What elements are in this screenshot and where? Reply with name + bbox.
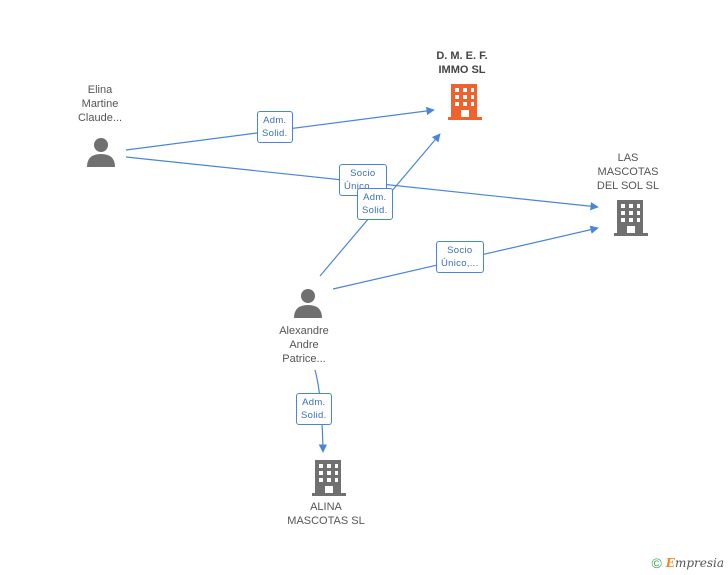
brand-name: Empresia	[666, 556, 724, 570]
label-line: ALINA	[310, 501, 342, 513]
badge-line: Socio	[447, 245, 473, 256]
person-label-alexandre[interactable]: Alexandre Andre Patrice...	[254, 324, 354, 366]
person-icon[interactable]	[86, 137, 116, 167]
copyright-icon: ©	[651, 555, 662, 571]
label-line: DEL SOL SL	[596, 180, 660, 192]
label-line: LAS	[617, 152, 639, 164]
edge-label-elina-dmef[interactable]: Adm. Solid.	[257, 111, 293, 143]
badge-line: Solid.	[301, 410, 327, 421]
label-line: Alexandre	[279, 325, 329, 337]
edge-label-alexandre-las-mascotas[interactable]: Socio Único,...	[436, 241, 484, 273]
building-icon[interactable]	[312, 460, 346, 496]
label-line: IMMO SL	[438, 64, 486, 76]
badge-line: Único,...	[344, 181, 382, 192]
badge-line: Solid.	[262, 128, 288, 139]
brand-initial: E	[665, 556, 675, 570]
label-line: Elina	[87, 84, 113, 96]
building-icon[interactable]	[614, 200, 648, 236]
badge-line: Adm.	[363, 192, 387, 203]
company-label-dmef[interactable]: D. M. E. F. IMMO SL	[412, 49, 512, 77]
company-label-alina[interactable]: ALINA MASCOTAS SL	[276, 500, 376, 528]
label-line: Claude...	[77, 112, 123, 124]
person-icon[interactable]	[293, 288, 323, 318]
brand-rest: mpresia	[674, 556, 724, 570]
label-line: Andre	[289, 339, 319, 351]
label-line: MASCOTAS	[597, 166, 659, 178]
person-label-elina[interactable]: Elina Martine Claude...	[50, 83, 150, 125]
label-line: Martine	[81, 98, 119, 110]
badge-line: Adm.	[263, 115, 287, 126]
badge-line: Solid.	[362, 205, 388, 216]
edge-label-alexandre-dmef[interactable]: Adm. Solid.	[357, 188, 393, 220]
empresia-logo[interactable]: © Empresia	[651, 555, 724, 571]
building-icon[interactable]	[448, 84, 482, 120]
badge-line: Socio	[350, 168, 376, 179]
badge-line: Único,...	[441, 258, 479, 269]
label-line: D. M. E. F.	[436, 50, 488, 62]
edge-label-alexandre-alina[interactable]: Adm. Solid.	[296, 393, 332, 425]
label-line: Patrice...	[282, 353, 326, 365]
badge-line: Adm.	[302, 397, 326, 408]
label-line: MASCOTAS SL	[287, 515, 365, 527]
company-label-las-mascotas[interactable]: LAS MASCOTAS DEL SOL SL	[578, 151, 678, 193]
